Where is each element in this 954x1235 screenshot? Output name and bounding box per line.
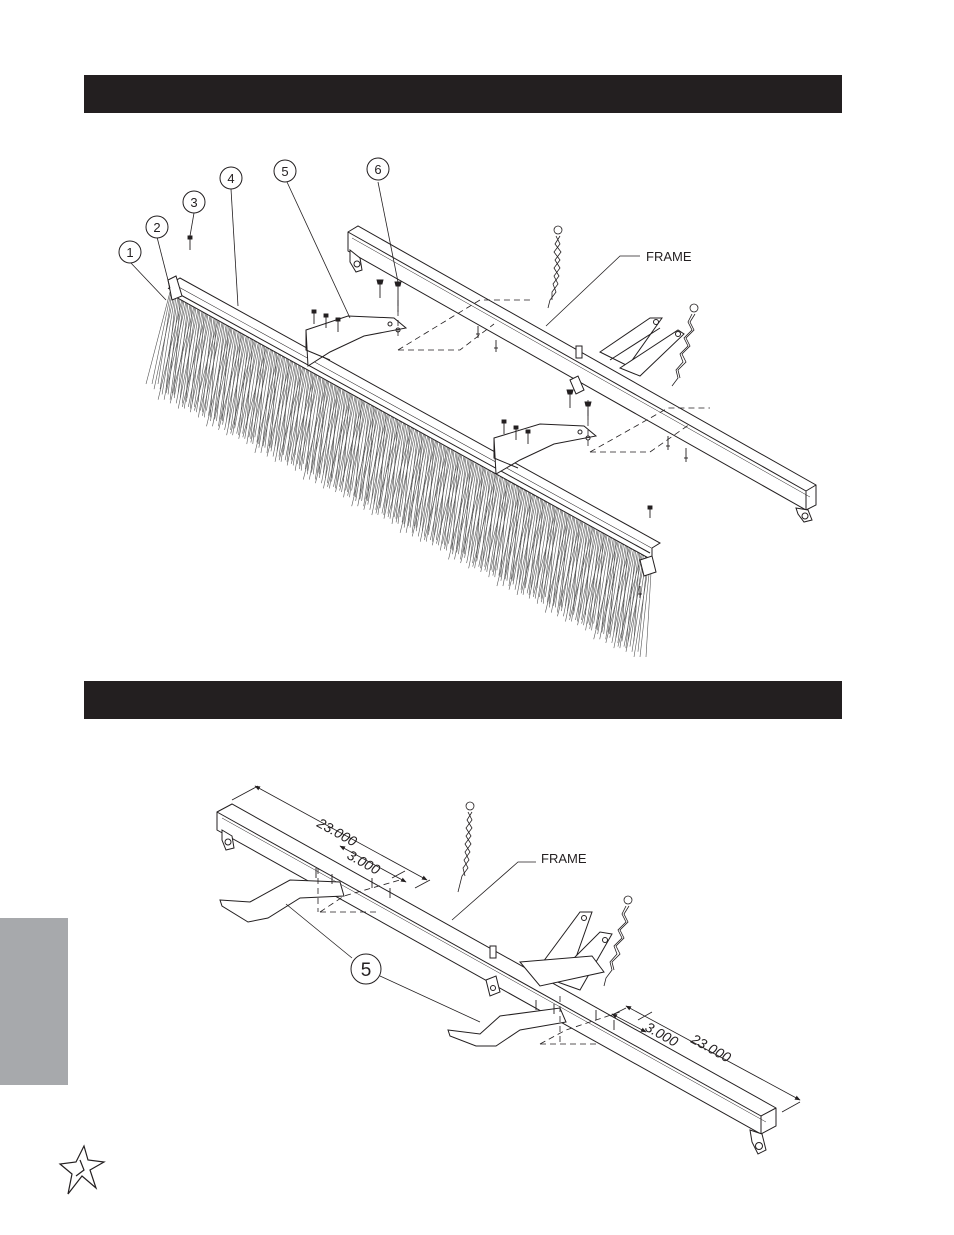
frame-label-bottom: FRAME: [541, 851, 587, 866]
callout-5: 5: [274, 160, 296, 182]
callout-2-label: 2: [153, 220, 160, 235]
bottom-frame-view: [217, 786, 800, 1154]
bracket-right: [494, 424, 596, 474]
callout-6: 6: [367, 158, 389, 180]
callout-5-label: 5: [281, 164, 288, 179]
callout-3-label: 3: [190, 195, 197, 210]
callout-1: 1: [119, 241, 141, 263]
dimension-left-long: 23.000: [314, 814, 360, 849]
callout-2: 2: [146, 216, 168, 238]
callout-6-label: 6: [374, 162, 381, 177]
callout-4: 4: [220, 167, 242, 189]
starburst-logo-icon: [60, 1146, 104, 1194]
chain-right: [672, 304, 698, 386]
dimension-right-long: 23.000: [688, 1030, 734, 1065]
top-callouts: 1 2 3 4 5 6 FRAME: [119, 158, 692, 264]
callout-3: 3: [183, 191, 205, 213]
callout-1-label: 1: [126, 245, 133, 260]
callout-4-label: 4: [227, 171, 234, 186]
frame-label-top: FRAME: [646, 249, 692, 264]
top-exploded-view: [130, 182, 816, 657]
callout-5-bottom: 5: [351, 954, 381, 984]
chain-left: [548, 226, 562, 308]
callout-5-bottom-label: 5: [361, 960, 372, 981]
